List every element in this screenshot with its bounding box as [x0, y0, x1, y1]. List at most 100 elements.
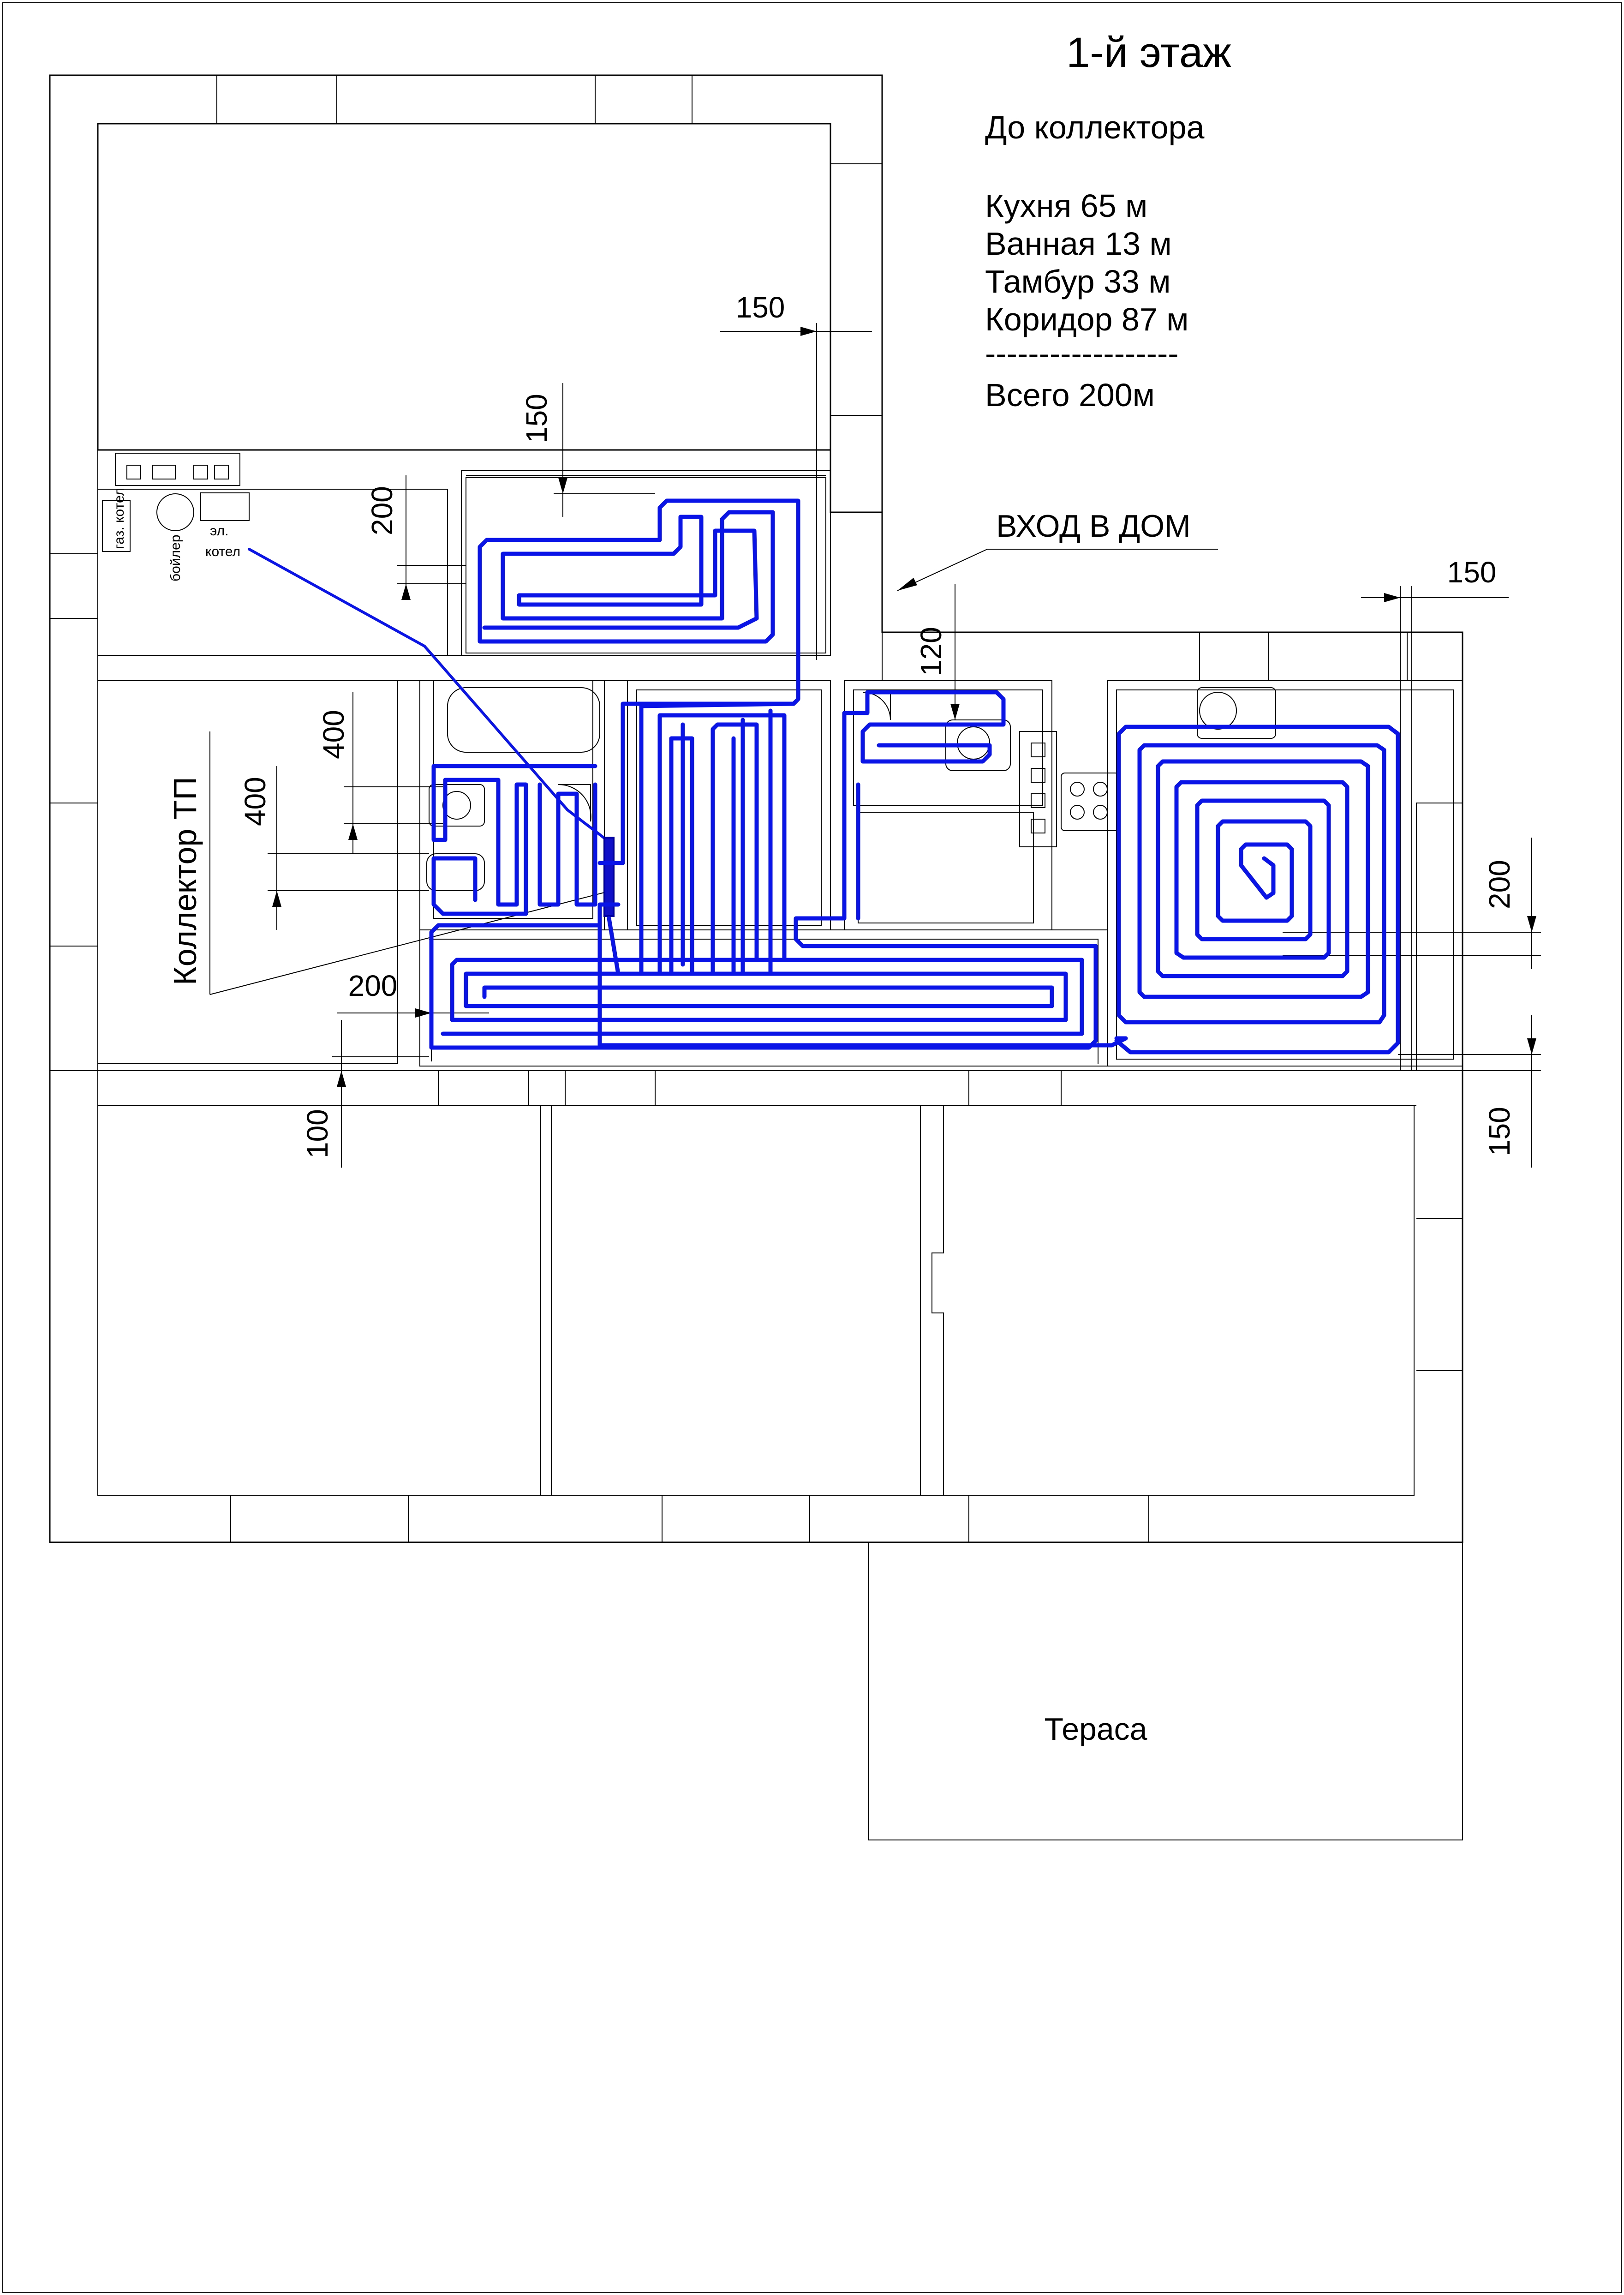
pipe-corridor-spiral: [429, 690, 1098, 1050]
water-heater: [156, 493, 194, 531]
water-heater-label: бойлер: [168, 535, 183, 582]
bathtub: [447, 687, 600, 753]
entrance-wall: [882, 632, 1463, 681]
kitchen-walls: [1107, 680, 1463, 1067]
counter-4: [1031, 819, 1045, 833]
pipe-corridor-long-1: [441, 958, 1084, 1036]
toilet: [426, 853, 485, 891]
equipment-shelf: [115, 453, 240, 486]
summary-total: Всего 200м: [985, 377, 1155, 413]
dim-400-a: 400: [317, 710, 350, 759]
fridge: [1197, 687, 1276, 739]
el-boiler-label-2: котел: [205, 544, 240, 559]
upper-partition: [98, 449, 830, 681]
collector-leader: [209, 731, 612, 995]
collector: [603, 837, 615, 917]
summary-line-bathroom: Ванная 13 м: [985, 226, 1172, 262]
summary-separator: ------------------: [985, 336, 1179, 372]
dim-150-vert-lines: [554, 383, 655, 517]
fridge-knob: [1199, 692, 1237, 730]
dim-100: 100: [301, 1109, 334, 1158]
pipe-bathroom: [431, 764, 597, 916]
tambour-washer-drum: [957, 726, 990, 760]
dim-100-lines: [332, 1020, 429, 1168]
dim-200-upper-lines: [397, 475, 466, 591]
dim-200-left: 200: [348, 969, 398, 1002]
storage-box: [858, 812, 1034, 923]
gas-boiler-label: газ. котел: [112, 488, 127, 549]
dim-400-b-arrow: [272, 891, 281, 907]
kitchen-right-wall: [1416, 803, 1463, 1371]
counter-2: [1031, 768, 1045, 783]
summary-line-vestibule: Тамбур 33 м: [985, 264, 1170, 300]
pipe-boiler-supply: [248, 548, 608, 841]
bedroom-3: [931, 1105, 1415, 1496]
pipe-kitchen-spiral: [1114, 725, 1400, 1055]
entrance-arrowhead: [897, 578, 917, 591]
corridor-sides: [429, 939, 1099, 1064]
dim-right-150-top-arrow: [1384, 593, 1400, 602]
counter: [1019, 731, 1057, 847]
lower-wall-ticks: [438, 1071, 1062, 1105]
terrace: [868, 1542, 1463, 1840]
dim-right-200-arrow: [1527, 916, 1536, 932]
shelf-box-1: [126, 465, 141, 479]
summary-line-kitchen: Кухня 65 м: [985, 188, 1147, 224]
dim-120: 120: [914, 627, 948, 676]
dim-400-a-arrow: [348, 824, 358, 840]
dim-100-arrow: [337, 1071, 346, 1087]
pipe-vestibule-loop: [478, 498, 800, 865]
storage-box-inner: [858, 812, 1034, 923]
dim-right-150-top: 150: [1447, 556, 1497, 589]
shelf-box-4: [214, 465, 229, 479]
bathroom-inner: [433, 680, 593, 919]
bottom-wall-ticks: [98, 1495, 1414, 1542]
bedroom-dividers: [540, 1105, 552, 1495]
dim-200-left-arrow: [415, 1008, 431, 1018]
bedroom-2: [551, 1105, 921, 1496]
stove-burner-2: [1093, 782, 1108, 797]
dim-150-vert-arrow: [558, 478, 567, 494]
stove-burner-4: [1093, 805, 1108, 820]
kitchen-inner: [1116, 689, 1454, 1060]
electric-boiler: [200, 492, 250, 521]
shelf-box-3: [193, 465, 208, 479]
terrace-label: Тераса: [1045, 1712, 1147, 1747]
sink-bowl: [442, 791, 471, 820]
lower-wall: [98, 1070, 1463, 1106]
dim-150-vert: 150: [520, 394, 553, 443]
entrance-arrow: [897, 549, 1218, 591]
tambour-inner: [853, 689, 1043, 806]
inner-wall: [97, 123, 831, 451]
dim-right-200: 200: [1483, 860, 1516, 909]
shelf-box-2: [152, 465, 176, 479]
dim-120-arrow: [950, 704, 960, 720]
bedroom-1: [97, 1105, 541, 1496]
right-upper-wall: [830, 163, 882, 512]
stove: [1061, 773, 1119, 831]
stove-burner-1: [1070, 782, 1085, 797]
inner-wall-2: [830, 124, 882, 513]
counter-1: [1031, 743, 1045, 757]
dim-right-150-bottom-lines: [1398, 1015, 1541, 1168]
collector-label: Коллектор ТП: [167, 777, 203, 985]
dim-400-b: 400: [239, 777, 272, 826]
dim-400-b-lines: [268, 766, 429, 930]
sink: [429, 784, 485, 827]
dim-150-top-arrow: [800, 327, 817, 336]
summary-header: До коллектора: [985, 109, 1205, 145]
counter-3: [1031, 793, 1045, 808]
page-title: 1-й этаж: [1066, 29, 1231, 76]
pipe-kitchen-feed: [597, 911, 1128, 1048]
dim-400-a-lines: [344, 692, 443, 854]
central-block: [627, 680, 831, 930]
vestibule-walls: [461, 470, 831, 656]
bathroom-door: [558, 784, 591, 822]
entrance-label: ВХОД В ДОМ: [996, 509, 1191, 544]
summary-line-corridor: Коридор 87 м: [985, 301, 1188, 337]
dim-150-top: 150: [736, 291, 785, 324]
left-wall-ticks: [50, 553, 98, 1071]
dim-right-150-bottom: 150: [1483, 1107, 1516, 1156]
